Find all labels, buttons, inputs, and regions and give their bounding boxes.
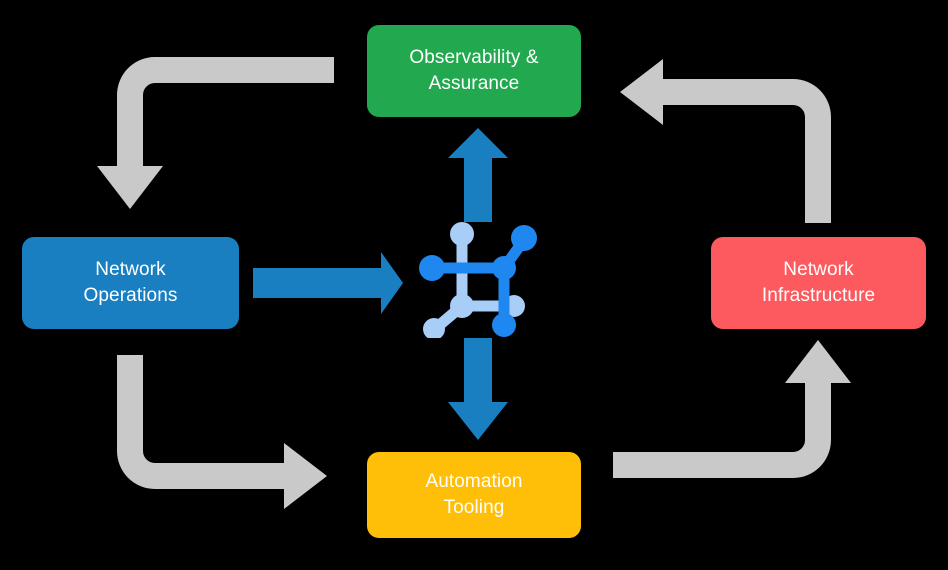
node-observability-assurance-label: Observability & Assurance xyxy=(409,45,538,96)
label-line-1: Observability & xyxy=(409,47,539,69)
arrow-observability-to-network-operations xyxy=(97,57,334,209)
topology-primary-nodes xyxy=(419,225,537,337)
label-line-1: Automation xyxy=(425,471,523,493)
label-line-2: Assurance xyxy=(428,73,520,94)
arrow-center-to-automation-tooling xyxy=(448,338,508,440)
label-line-1: Network xyxy=(95,259,166,281)
node-network-infrastructure[interactable]: Network Infrastructure xyxy=(711,237,926,329)
node-network-infrastructure-label: Network Infrastructure xyxy=(762,257,875,308)
label-line-1: Network xyxy=(783,259,854,281)
arrow-network-operations-to-center xyxy=(253,252,403,314)
label-line-2: Operations xyxy=(83,285,178,306)
node-automation-tooling-label: Automation Tooling xyxy=(425,469,522,520)
node-automation-tooling[interactable]: Automation Tooling xyxy=(367,452,581,538)
label-line-2: Infrastructure xyxy=(761,285,876,306)
arrow-network-operations-to-automation-tooling xyxy=(117,355,327,509)
node-network-operations[interactable]: Network Operations xyxy=(22,237,239,329)
network-topology-icon xyxy=(419,222,537,338)
label-line-2: Tooling xyxy=(443,497,505,518)
arrow-automation-tooling-to-network-infrastructure xyxy=(613,340,851,478)
node-network-operations-label: Network Operations xyxy=(84,257,178,308)
arrow-network-infrastructure-to-observability xyxy=(620,59,831,223)
node-observability-assurance[interactable]: Observability & Assurance xyxy=(367,25,581,117)
arrow-center-to-observability xyxy=(448,128,508,222)
